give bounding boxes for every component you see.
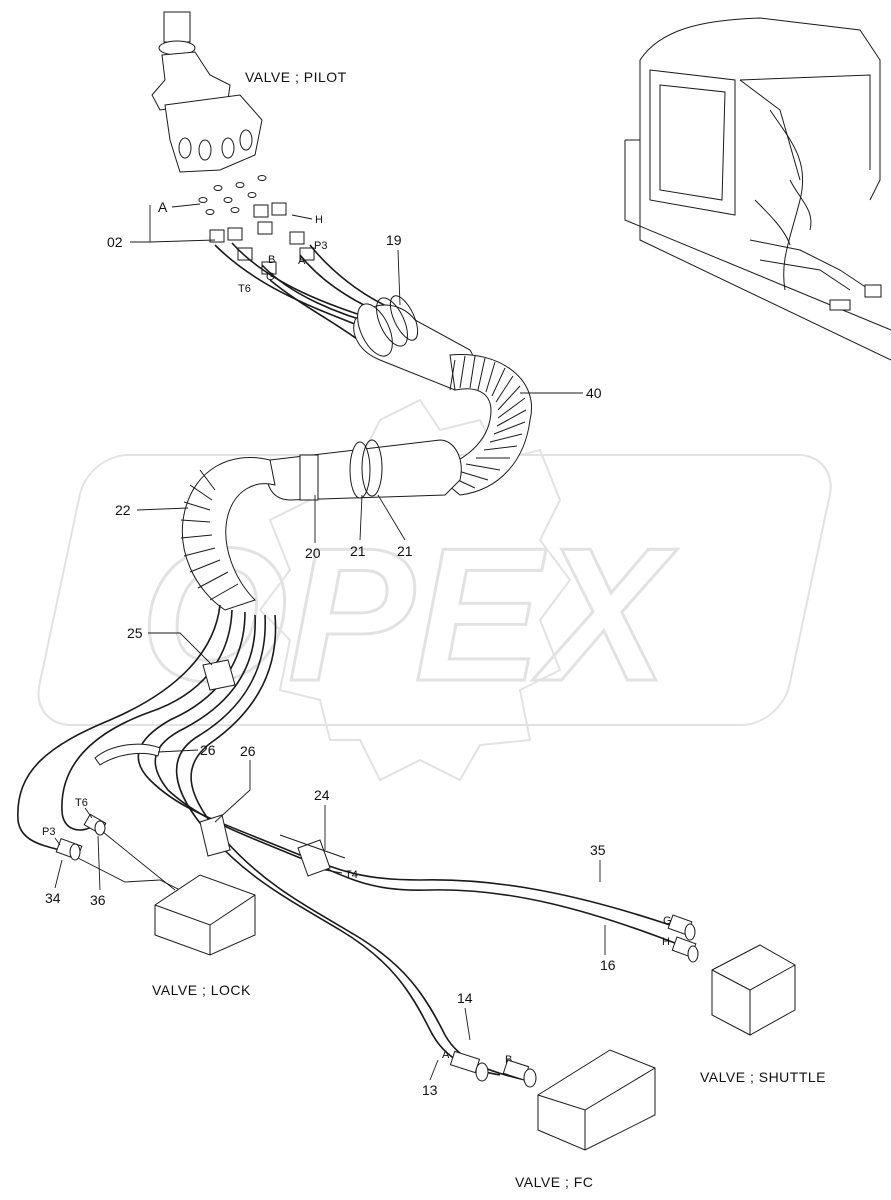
shuttle-valve-block [711,944,796,1036]
part-label-35: 35 [590,842,606,858]
part-label-22: 22 [115,502,131,518]
part-label-40: 40 [586,385,602,401]
watermark-frame [37,454,832,726]
part-label-21-a: 21 [350,543,366,559]
part-label-20: 20 [305,545,321,561]
part-label-13: 13 [422,1082,438,1098]
port-label-t4: T4 [345,869,358,881]
part-label-16: 16 [600,957,616,973]
part-label-02: 02 [107,234,123,250]
hose-bundle-lower [17,604,681,1081]
part-label-25: 25 [127,625,143,641]
port-label-a-mid: A [298,255,306,267]
port-label-p3-top: P3 [314,240,327,252]
protective-sleeve-19 [353,295,475,391]
port-label-t6-top: T6 [238,283,251,295]
fc-valve-block [537,1049,656,1151]
title-valve-lock: VALVE ; LOCK [152,982,251,998]
part-label-19: 19 [386,232,402,248]
part-label-24: 24 [314,787,330,803]
bellows-40 [428,353,532,496]
port-label-a-fc: A [442,1049,450,1061]
port-label-a-top: A [158,199,168,215]
pilot-fittings [209,202,315,275]
part-label-26-a: 26 [200,742,216,758]
shuttle-fittings [667,914,699,963]
lock-valve-block [154,874,256,956]
port-label-t6-lock: T6 [75,797,88,809]
lock-fittings [55,813,107,861]
pilot-valve-drawing [151,11,263,173]
cab-inset-drawing [624,17,891,361]
fc-fittings [449,1050,537,1088]
spiral-guard-22 [180,456,276,611]
title-valve-pilot: VALVE ; PILOT [245,69,347,85]
watermark-gear [258,398,572,782]
port-label-h-top: H [315,214,323,226]
part-label-14: 14 [457,990,473,1006]
cable-ties [94,659,331,877]
pilot-valve-port-2 [198,139,212,161]
part-label-26-b: 26 [240,743,256,759]
title-valve-fc: VALVE ; FC [515,1174,593,1190]
port-label-g-top: G [266,271,275,283]
port-label-g-shuttle: G [663,915,672,927]
port-label-p3-lock: P3 [42,826,55,838]
part-label-34: 34 [45,890,61,906]
port-label-h-shuttle: H [662,936,670,948]
pilot-valve-port-1 [178,137,192,159]
title-valve-shuttle: VALVE ; SHUTTLE [700,1069,826,1085]
o-rings [198,175,267,215]
protective-sleeve-lower [266,439,462,501]
pilot-valve-port-3 [221,137,235,159]
pilot-valve-port-4 [239,129,253,151]
part-label-21-b: 21 [397,543,413,559]
part-label-36: 36 [90,892,106,908]
port-label-b-top: B [268,254,275,266]
pilot-valve-stem [163,11,191,43]
